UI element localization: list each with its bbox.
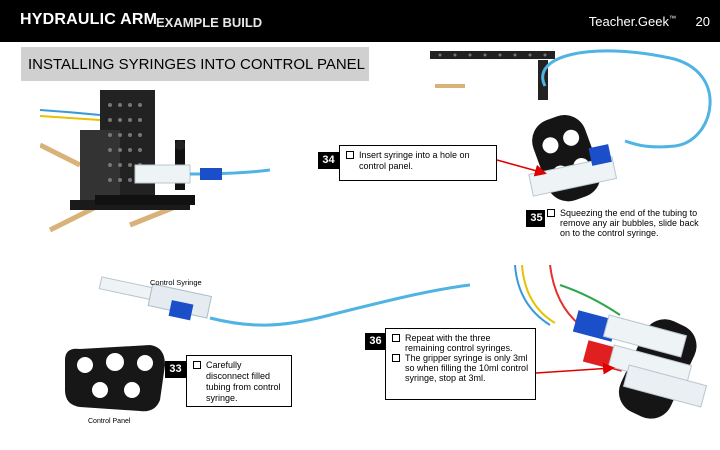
checkbox-icon bbox=[193, 361, 201, 369]
brand-logo: Teacher.Geek™ bbox=[588, 14, 676, 29]
photo-panel-syringe bbox=[430, 46, 720, 216]
checkbox-icon bbox=[346, 151, 354, 159]
checkbox-icon bbox=[392, 354, 400, 362]
step-34-item: Insert syringe into a hole on control pa… bbox=[346, 150, 490, 172]
photo-four-syringes bbox=[510, 265, 720, 440]
step-36-item-2: The gripper syringe is only 3ml so when … bbox=[392, 353, 529, 383]
step-36-number: 36 bbox=[365, 333, 386, 350]
step-35-item: Squeezing the end of the tubing to remov… bbox=[547, 208, 708, 238]
section-header: INSTALLING SYRINGES INTO CONTROL PANEL bbox=[21, 47, 369, 81]
doc-subtitle: EXAMPLE BUILD bbox=[156, 15, 263, 30]
doc-title: HYDRAULIC ARM bbox=[20, 11, 158, 28]
step-33-note: Carefully disconnect filled tubing from … bbox=[186, 355, 292, 407]
photo-control-panel bbox=[60, 345, 170, 415]
header-bar: HYDRAULIC ARM EXAMPLE BUILD Teacher.Geek… bbox=[0, 0, 720, 42]
arrow-step-36 bbox=[535, 362, 615, 375]
step-35-number: 35 bbox=[526, 210, 547, 227]
photo-control-syringe bbox=[90, 270, 470, 340]
arrow-step-34 bbox=[496, 159, 547, 177]
caption-control-syringe: Control Syringe bbox=[150, 278, 202, 287]
page-number: 20 bbox=[695, 14, 710, 29]
checkbox-icon bbox=[547, 209, 555, 217]
step-34-number: 34 bbox=[318, 152, 339, 169]
step-36-note: Repeat with the three remaining control … bbox=[385, 328, 536, 400]
photo-arm-base bbox=[40, 90, 270, 250]
section-title: INSTALLING SYRINGES INTO CONTROL PANEL bbox=[28, 56, 366, 73]
step-34-note: Insert syringe into a hole on control pa… bbox=[339, 145, 497, 181]
caption-control-panel: Control Panel bbox=[88, 418, 131, 425]
step-35-note: Squeezing the end of the tubing to remov… bbox=[545, 205, 710, 249]
step-33-number: 33 bbox=[165, 361, 186, 378]
checkbox-icon bbox=[392, 334, 400, 342]
step-36-item-1: Repeat with the three remaining control … bbox=[392, 333, 529, 353]
step-33-item: Carefully disconnect filled tubing from … bbox=[193, 360, 285, 404]
